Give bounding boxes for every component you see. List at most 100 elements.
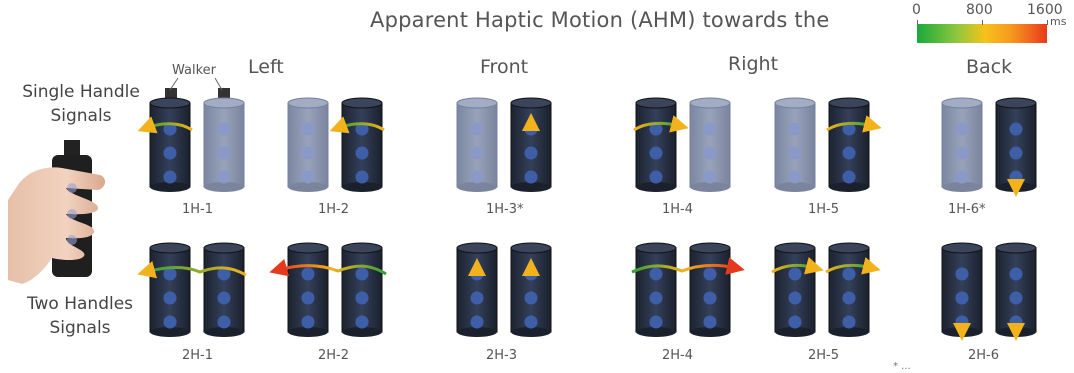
actuator-dot [355, 170, 369, 184]
active-handle [689, 242, 731, 337]
pattern-label: 1H-2 [318, 202, 350, 217]
actuator-dot [842, 122, 856, 136]
actuator-dot [301, 291, 315, 305]
inactive-handle [203, 97, 245, 192]
actuator-dot [842, 291, 856, 305]
motion-arrow [137, 260, 247, 279]
pattern-label: 2H-1 [182, 348, 214, 363]
motion-arrow [826, 115, 882, 133]
actuator-dot [788, 267, 802, 281]
actuator-dot [842, 267, 856, 281]
inactive-handle [774, 97, 816, 192]
two-handles-label: Two Handles Signals [6, 292, 154, 340]
legend-mid: 800 [966, 2, 993, 18]
actuator-dot [163, 146, 177, 160]
pattern-label: 1H-5 [808, 202, 840, 217]
figure-title: Apparent Haptic Motion (AHM) towards the [370, 8, 830, 32]
legend-min: 0 [912, 2, 921, 18]
direction-right-label: Right [728, 53, 779, 75]
footnote: * ... [893, 361, 911, 372]
arrows-layer [137, 113, 1025, 341]
motion-arrow [137, 116, 193, 134]
active-handle [341, 97, 383, 192]
actuator-dot [217, 291, 231, 305]
actuator-dot [788, 146, 802, 160]
actuator-dot [355, 291, 369, 305]
actuator-dot [788, 291, 802, 305]
pattern-label: 2H-4 [662, 348, 694, 363]
actuator-dot [163, 267, 177, 281]
inactive-handle [941, 97, 983, 192]
actuator-dot [301, 315, 315, 329]
actuator-dot [703, 267, 717, 281]
walker-pointer [169, 77, 179, 91]
actuator-dot [163, 315, 177, 329]
time-color-legend-bar [917, 24, 1047, 43]
walker-label: Walker [172, 63, 217, 78]
actuator-dot [470, 122, 484, 136]
actuator-dot [301, 146, 315, 160]
inactive-handle [456, 97, 498, 192]
actuator-dot [649, 122, 663, 136]
inactive-handle [287, 97, 329, 192]
actuator-dot [649, 315, 663, 329]
pattern-label: 1H-6* [948, 202, 986, 217]
direction-left-label: Left [248, 56, 284, 78]
active-handle [635, 242, 677, 337]
actuator-dot [163, 291, 177, 305]
inactive-handle [689, 97, 731, 192]
actuator-dot [703, 170, 717, 184]
pattern-label: 2H-2 [318, 348, 350, 363]
actuator-dot [649, 170, 663, 184]
single-handle-label: Single Handle Signals [8, 80, 154, 128]
actuator-dot [470, 170, 484, 184]
actuator-dot [217, 146, 231, 160]
active-handle [287, 242, 329, 337]
motion-arrow [771, 256, 824, 275]
active-handle [203, 242, 245, 337]
actuator-dot [842, 315, 856, 329]
motion-arrow [269, 258, 387, 277]
actuator-dot [470, 146, 484, 160]
actuator-dot [842, 170, 856, 184]
actuator-dot [788, 122, 802, 136]
active-handle [941, 242, 983, 337]
actuator-dot [955, 122, 969, 136]
walker-pointer [214, 77, 223, 91]
actuator-dot [649, 291, 663, 305]
active-handle [341, 242, 383, 337]
two-handles-label-line2: Signals [49, 318, 111, 338]
pattern-label: 2H-6 [968, 348, 1000, 363]
pattern-label: 2H-3 [486, 348, 518, 363]
single-handle-label-line1: Single Handle [22, 82, 140, 102]
active-handle [149, 97, 191, 192]
actuator-dot [649, 267, 663, 281]
motion-arrow [825, 257, 881, 275]
pattern-label: 1H-1 [182, 202, 214, 217]
actuator-dot [163, 170, 177, 184]
legend-tick [982, 20, 983, 25]
motion-arrow [633, 115, 689, 133]
two-handles-label-line1: Two Handles [26, 294, 134, 314]
motion-arrow [329, 116, 385, 134]
legend-max: 1600 [1027, 2, 1063, 18]
actuator-dot [217, 122, 231, 136]
motion-arrow [631, 257, 745, 275]
actuator-dot [842, 146, 856, 160]
actuator-dot [355, 122, 369, 136]
actuator-dot [703, 315, 717, 329]
actuator-dot [355, 267, 369, 281]
actuator-dot [301, 170, 315, 184]
actuator-dot [703, 146, 717, 160]
actuator-dot [355, 315, 369, 329]
actuator-dot [703, 291, 717, 305]
pattern-label: 2H-5 [808, 348, 840, 363]
actuator-dot [355, 146, 369, 160]
legend-tick [1047, 20, 1048, 25]
active-handle [774, 242, 816, 337]
handles-layer [149, 97, 1037, 337]
direction-front-label: Front [480, 56, 529, 78]
legend-unit: ms [1050, 15, 1067, 28]
hand-illustration [8, 140, 106, 284]
